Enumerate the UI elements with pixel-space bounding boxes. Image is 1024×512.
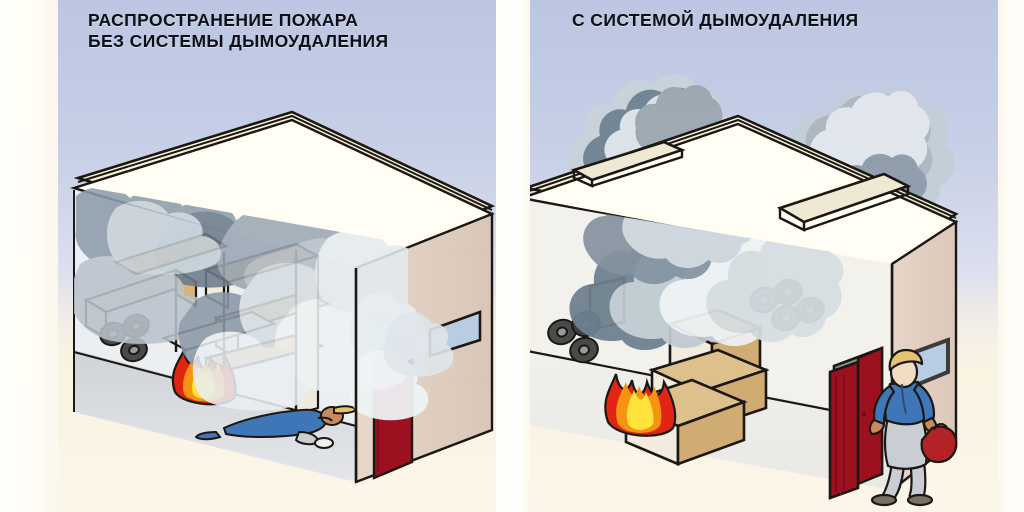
left-margin bbox=[0, 0, 58, 512]
left-scene-illustration bbox=[69, 110, 496, 484]
right-margin bbox=[998, 0, 1024, 512]
red-door-right-open[interactable] bbox=[828, 346, 884, 500]
escaping-person-right[interactable] bbox=[868, 348, 958, 507]
red-bag bbox=[920, 423, 958, 464]
roof-smoke-vent-1[interactable] bbox=[570, 140, 686, 188]
fire-flames-right bbox=[604, 373, 677, 437]
panel-without-smoke-extraction: РАСПРОСТРАНЕНИЕ ПОЖАРА БЕЗ СИСТЕМЫ ДЫМОУ… bbox=[56, 0, 508, 512]
panel-right-title: С СИСТЕМОЙ ДЫМОУДАЛЕНИЯ bbox=[572, 10, 859, 30]
escaping-smoke-left bbox=[349, 292, 454, 421]
panel-with-smoke-extraction: С СИСТЕМОЙ ДЫМОУДАЛЕНИЯ bbox=[512, 0, 1024, 512]
roof-smoke-vent-2[interactable] bbox=[776, 172, 912, 232]
interior-smoke-right bbox=[569, 200, 844, 351]
right-scene-illustration bbox=[517, 74, 959, 507]
panel-divider bbox=[496, 0, 530, 512]
collapsed-person-left bbox=[194, 405, 358, 449]
panel-left-title: РАСПРОСТРАНЕНИЕ ПОЖАРА БЕЗ СИСТЕМЫ ДЫМОУ… bbox=[88, 10, 389, 51]
